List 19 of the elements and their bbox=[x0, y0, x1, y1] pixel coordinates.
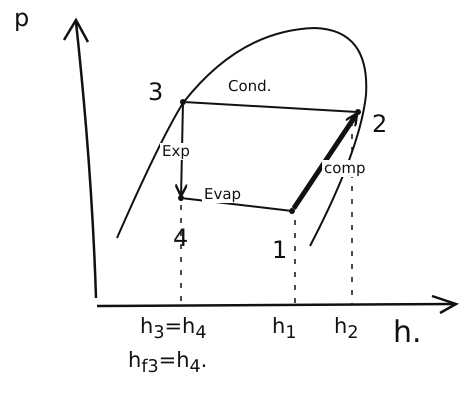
axis-tick-label: h$_{2}$ bbox=[334, 316, 358, 343]
edge-label: comp bbox=[322, 160, 368, 176]
state-point-number: 1 bbox=[272, 238, 288, 262]
edge-label: Exp bbox=[160, 143, 192, 160]
process-line bbox=[186, 101, 356, 113]
state-point bbox=[355, 109, 361, 115]
equation: h$_{f3}$=h$_{4}$. bbox=[128, 350, 208, 377]
axis-label: p bbox=[14, 6, 30, 30]
state-point-number: 3 bbox=[148, 80, 164, 104]
state-point bbox=[180, 99, 186, 105]
state-point bbox=[178, 195, 184, 201]
edge-label: Evap bbox=[202, 186, 244, 202]
axis-tick-label: h$_{1}$ bbox=[272, 316, 296, 343]
state-point-number: 4 bbox=[173, 226, 188, 250]
state-point bbox=[289, 208, 295, 214]
process-line bbox=[292, 112, 358, 210]
state-point-number: 2 bbox=[372, 112, 388, 136]
axis-label: h. bbox=[393, 318, 422, 348]
axis-tick-label: h$_{3}$=h$_{4}$ bbox=[140, 316, 206, 343]
